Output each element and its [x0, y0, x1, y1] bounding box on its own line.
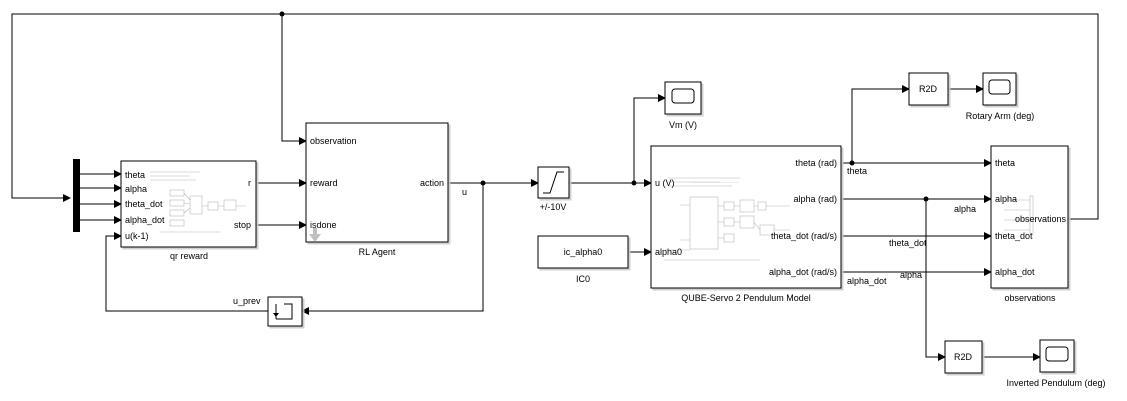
qr-reward-block[interactable]: theta alpha theta_dot alpha_dot u(k-1) r… — [120, 160, 257, 261]
scope-icon — [1045, 346, 1069, 362]
qr-output-r: r — [248, 178, 251, 188]
qr-output-stop: stop — [234, 220, 251, 230]
qr-input-theta: theta — [125, 170, 145, 180]
signal-labels: u u_prev theta alpha theta_dot alpha_dot… — [233, 166, 976, 306]
theta-to-r2d-wire[interactable] — [851, 85, 910, 163]
qr-input-alpha: alpha — [125, 184, 147, 194]
qr-reward-label: qr reward — [170, 251, 208, 261]
agent-input-isdone: isdone — [310, 220, 337, 230]
inverted-pendulum-scope-block[interactable]: Inverted Pendulum (deg) — [1006, 339, 1106, 388]
r2d-bottom-block[interactable]: R2D — [944, 340, 983, 374]
qube-preview: ~~~~~~~~~~~~~~~~~~~~~~~~~~~~ — [664, 177, 790, 261]
scope-icon — [988, 79, 1011, 95]
svg-text:~~~~~~~~~~~~~~~~~~~~~~~~~~~~: ~~~~~~~~~~~~~~~~~~~~~~~~~~~~ — [690, 180, 739, 184]
scope-icon — [671, 88, 695, 104]
observations-feedback-wire[interactable] — [11, 13, 1099, 220]
obs-input-alpha: alpha — [995, 194, 1017, 204]
vm-scope-block[interactable]: Vm (V) — [664, 81, 702, 130]
alpha-to-r2d-wire[interactable] — [925, 199, 946, 361]
ic0-value: ic_alpha0 — [564, 247, 603, 257]
rotary-arm-scope-block[interactable]: Rotary Arm (deg) — [966, 72, 1035, 121]
download-icon — [309, 228, 321, 242]
agent-output-action: action — [420, 178, 444, 188]
r2d-bottom-label: R2D — [954, 352, 973, 362]
alpha-dot-signal-label: alpha_dot — [847, 276, 887, 286]
obs-input-theta: theta — [995, 158, 1015, 168]
qube-servo-block[interactable]: ~~~~~~~~~~~~~~~~~~~~~~~~~~~~ u (V) alpha… — [650, 145, 842, 303]
ic0-block[interactable]: ic_alpha0 IC0 — [537, 235, 629, 284]
agent-input-reward: reward — [310, 178, 338, 188]
rl-agent-label: RL Agent — [359, 247, 396, 257]
qube-label: QUBE-Servo 2 Pendulum Model — [681, 293, 811, 303]
obs-input-theta-dot: theta_dot — [995, 231, 1033, 241]
unit-delay-block[interactable] — [267, 296, 303, 327]
saturation-block[interactable]: +/-10V — [537, 166, 570, 212]
pendulum-scope-label: Inverted Pendulum (deg) — [1006, 378, 1105, 388]
delay-arrow-icon — [273, 313, 279, 317]
r2d-top-block[interactable]: R2D — [908, 72, 949, 106]
mux-block[interactable] — [73, 159, 80, 232]
qube-output-theta: theta (rad) — [795, 158, 837, 168]
observations-block[interactable]: theta alpha theta_dot alpha_dot observat… — [990, 145, 1069, 303]
r2d-top-label: R2D — [919, 84, 938, 94]
qube-output-theta-dot: theta_dot (rad/s) — [771, 231, 837, 241]
qube-input-alpha0: alpha0 — [655, 247, 682, 257]
rotary-scope-label: Rotary Arm (deg) — [966, 111, 1035, 121]
obs-input-alpha-dot: alpha_dot — [995, 267, 1035, 277]
observations-label: observations — [1004, 293, 1056, 303]
qube-input-u: u (V) — [655, 178, 675, 188]
vm-scope-label: Vm (V) — [669, 120, 697, 130]
theta-signal-label: theta — [847, 166, 867, 176]
observation-wire[interactable] — [281, 14, 307, 145]
rl-agent-block[interactable]: observation reward isdone action RL Agen… — [305, 122, 449, 257]
qr-input-alpha-dot: alpha_dot — [125, 215, 165, 225]
qr-input-u-prev: u(k-1) — [125, 231, 149, 241]
ic0-label: IC0 — [576, 274, 590, 284]
alpha-branch-signal-label: alpha — [900, 270, 922, 280]
obs-output: observations — [1015, 214, 1067, 224]
signal-lines — [11, 11, 1099, 361]
saturation-icon — [543, 171, 564, 194]
qr-reward-preview — [150, 171, 246, 233]
observations-preview — [1004, 195, 1034, 235]
alpha-signal-label: alpha — [954, 204, 976, 214]
qube-output-alpha-dot: alpha_dot (rad/s) — [769, 267, 837, 277]
u-prev-signal-label: u_prev — [233, 296, 261, 306]
u-to-delay-wire[interactable] — [301, 183, 484, 315]
theta-dot-signal-label: theta_dot — [889, 238, 927, 248]
u-signal-label: u — [462, 187, 467, 197]
u-prev-wire[interactable] — [105, 232, 268, 312]
branch-point — [279, 11, 285, 17]
vm-scope-wire[interactable] — [633, 94, 666, 183]
saturation-label: +/-10V — [540, 202, 567, 212]
qube-output-alpha: alpha (rad) — [793, 194, 837, 204]
agent-input-observation: observation — [310, 136, 357, 146]
qr-input-theta-dot: theta_dot — [125, 199, 163, 209]
